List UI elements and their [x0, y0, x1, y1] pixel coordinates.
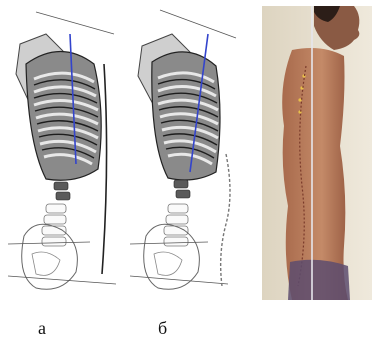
caption-b: б — [158, 318, 167, 339]
torso-photo — [262, 6, 372, 300]
skeleton-a-illustration — [6, 4, 118, 300]
skeleton-b-illustration — [128, 4, 240, 300]
skeleton-figure-b — [128, 4, 240, 300]
torso-photo-illustration — [262, 6, 372, 300]
skeleton-figure-a — [6, 4, 118, 300]
caption-a: а — [38, 318, 46, 339]
